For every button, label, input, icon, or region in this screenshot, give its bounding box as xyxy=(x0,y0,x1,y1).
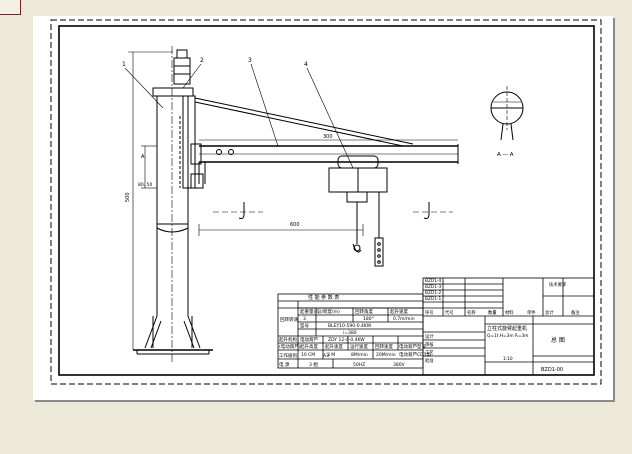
work-value-4: 电动葫芦CD1型 xyxy=(399,351,431,358)
hook-positions xyxy=(213,202,453,219)
tb-part-2: BZD1-2 xyxy=(425,290,441,296)
params-row-0-value: BLEY10-590-0.4KW xyxy=(328,323,372,329)
title-block xyxy=(422,277,595,376)
tb-notes-label: 技术要求 xyxy=(549,281,567,288)
tb-sign-1: 审核 xyxy=(425,341,434,348)
window-corner-mark xyxy=(0,0,21,15)
params-header-0: 起重量(吨)/跨度(m) xyxy=(300,308,340,315)
inner-frame xyxy=(58,25,595,376)
params-side-label: 回转转速 xyxy=(280,316,298,323)
work-value-1: 3 M xyxy=(327,352,335,358)
parameter-table xyxy=(277,293,424,369)
callout-3: 3 xyxy=(248,57,252,64)
power-label: 电 源 xyxy=(279,361,290,368)
left-label-0: 起升机构 xyxy=(279,336,297,343)
tb-part-3: BZD1-1 xyxy=(425,296,441,302)
tb-part-0: BZD1-4 xyxy=(425,278,441,284)
dim-jib-length: 300 xyxy=(323,134,333,140)
electric-hoist xyxy=(328,155,388,267)
dim-base: 80, 50 xyxy=(138,182,152,188)
params-row-1-value: i=380 xyxy=(343,330,357,336)
params-value-2: 0.7m/min xyxy=(393,316,415,322)
work-header-2: 运行速度 xyxy=(350,343,368,350)
tb-part-1: BZD1-3 xyxy=(425,284,441,290)
tb-product-name: 立柱式旋臂起重机 xyxy=(487,325,527,332)
work-value-2: 8M/min xyxy=(351,352,368,358)
dimension-lines xyxy=(128,51,458,350)
tb-heading-4: 材料 xyxy=(505,309,514,316)
dim-reach: 600 xyxy=(290,222,300,228)
tb-heading-2: 名称 xyxy=(467,309,476,316)
callout-2: 2 xyxy=(200,57,204,64)
work-header-3: 回转速度 xyxy=(375,343,393,350)
tb-sign-0: 设计 xyxy=(425,333,434,340)
tb-product-spec: Q=1t H=3m R=3m xyxy=(487,333,528,339)
params-value-1: 180° xyxy=(363,316,374,322)
callout-4: 4 xyxy=(304,61,308,68)
power-value-2: 380V xyxy=(393,362,406,368)
params-row-2-value: ZDY 12-4-0.4KW xyxy=(328,337,365,343)
power-value-1: 50HZ xyxy=(353,362,365,368)
dim-a: A xyxy=(141,154,145,160)
jib-arm xyxy=(194,97,459,184)
tb-heading-0: 序号 xyxy=(425,309,434,316)
left-label-1: (电动葫芦) xyxy=(279,343,301,350)
tb-scale: 1:10 xyxy=(503,356,513,362)
params-header-2: 起升速度 xyxy=(390,308,408,315)
dim-height: 500 xyxy=(125,192,131,202)
tb-heading-3: 数量 xyxy=(488,309,497,316)
drawing-canvas[interactable]: 600 300 500 A 80, 50 1 2 3 4 xyxy=(33,16,613,400)
params-row-2-label: 电动葫芦 xyxy=(300,336,318,343)
tb-drawing-type: 总 图 xyxy=(551,336,565,344)
work-value-0: 10 CM xyxy=(301,352,315,358)
outer-dashed-frame xyxy=(50,19,602,385)
params-row-0-label: 型号 xyxy=(300,322,309,329)
power-value-0: 3 相 xyxy=(309,361,318,368)
drawing-sheet[interactable]: 600 300 500 A 80, 50 1 2 3 4 xyxy=(33,16,613,400)
tb-heading-7: 备注 xyxy=(571,309,580,316)
work-value: A3 xyxy=(323,353,329,359)
crane-column xyxy=(133,46,213,364)
work-label: 工作级别 xyxy=(279,352,297,359)
section-view-aa xyxy=(490,86,524,141)
work-header-1: 起升速度 xyxy=(325,343,343,350)
work-header-4: 电动葫芦型号 xyxy=(399,343,426,350)
tb-sign-3: 批准 xyxy=(425,357,434,364)
work-value-3: 20M/min xyxy=(376,352,396,358)
tb-drawing-no: BZD1-00 xyxy=(541,367,563,373)
tb-heading-1: 代号 xyxy=(445,309,454,316)
params-value-0: 3 xyxy=(303,316,306,322)
tb-heading-6: 总计 xyxy=(545,309,554,316)
params-title: 性 能 参 数 表 xyxy=(308,294,339,301)
tb-sign-2: 工艺 xyxy=(425,350,434,356)
params-header-1: 回转角度 xyxy=(355,308,373,315)
tb-heading-5: 单件 xyxy=(527,309,536,316)
callout-leaders xyxy=(124,63,354,169)
section-label: A — A xyxy=(497,152,514,158)
callout-1: 1 xyxy=(122,61,126,68)
work-header-0: 起升高度 xyxy=(300,343,318,350)
